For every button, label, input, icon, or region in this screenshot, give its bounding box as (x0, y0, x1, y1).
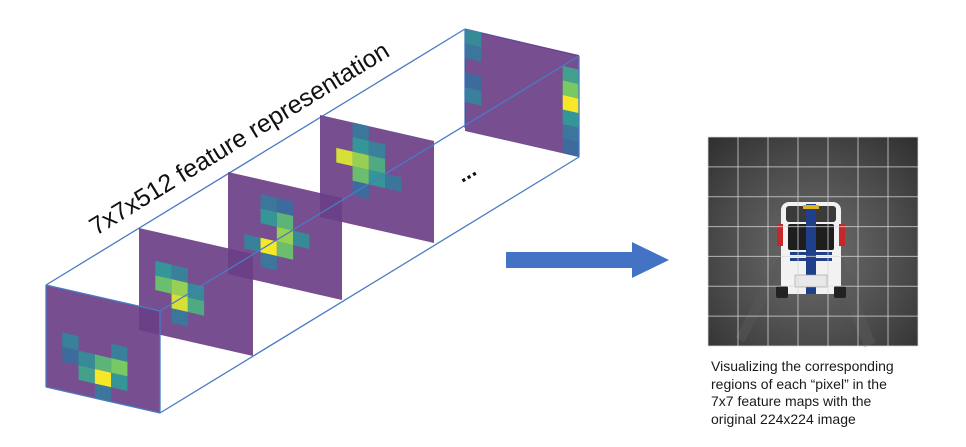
feature-map-background (46, 285, 160, 413)
activation-cell (155, 275, 172, 294)
activation-cell (562, 109, 579, 128)
activation-cell (276, 212, 294, 231)
activation-cell (352, 180, 369, 199)
original-image (707, 136, 919, 348)
activation-cell (171, 308, 188, 327)
activation-cell (94, 354, 112, 373)
activation-cell (260, 208, 277, 227)
activation-cell (352, 122, 369, 141)
activation-cell (276, 241, 294, 260)
activation-cell (293, 230, 310, 249)
activation-cell (276, 197, 294, 216)
activation-cell (562, 124, 579, 143)
prism-edge (45, 284, 161, 312)
prism-edge (159, 55, 580, 312)
activation-cell (465, 29, 482, 48)
activation-cell (465, 72, 482, 91)
prism-edge (159, 156, 580, 414)
activation-cell (187, 297, 205, 316)
activation-cell (155, 260, 172, 280)
activation-cell (562, 95, 579, 114)
activation-cell (368, 140, 386, 159)
activation-cell (62, 347, 79, 366)
feature-map-1 (46, 285, 160, 413)
activation-cell (385, 173, 402, 192)
arrow (506, 242, 669, 278)
activation-cell (276, 226, 294, 246)
activation-cell (94, 383, 112, 402)
prism-front-frame (45, 55, 580, 414)
activation-cell (171, 279, 188, 298)
activation-cell (562, 80, 579, 99)
ellipsis-text: ... (452, 157, 480, 188)
feature-map-2 (139, 228, 253, 356)
activation-cell (244, 234, 261, 253)
activation-cell (111, 372, 128, 391)
activation-cell (171, 293, 188, 312)
activation-cell (562, 65, 579, 85)
activation-cell (352, 166, 369, 185)
prism-edge (45, 386, 161, 414)
activation-cell (78, 350, 95, 369)
feature-map-5 (465, 29, 579, 157)
arrow-shaft (506, 252, 634, 268)
activation-cell (62, 332, 79, 351)
activation-cell (562, 138, 579, 157)
activation-cell (465, 43, 482, 62)
activation-cell (336, 147, 353, 167)
arrow-head (632, 242, 669, 278)
activation-cell (260, 194, 277, 213)
activation-cell (111, 343, 128, 362)
activation-cell (465, 87, 482, 106)
prism-edge (45, 28, 466, 286)
activation-cell (352, 137, 369, 156)
activation-cell (352, 151, 369, 170)
seven-by-seven-grid (707, 136, 919, 347)
caption-text: Visualizing the corresponding regions of… (711, 358, 894, 427)
activation-cell (368, 155, 386, 174)
activation-cell (171, 264, 188, 283)
activation-cell (187, 282, 205, 302)
car-picture (776, 202, 846, 298)
feature-maps (46, 29, 579, 413)
activation-cell (260, 252, 277, 271)
activation-cell (111, 358, 128, 377)
activation-cell (94, 369, 112, 388)
feature-map-background (465, 29, 579, 157)
activation-cell (78, 365, 95, 384)
